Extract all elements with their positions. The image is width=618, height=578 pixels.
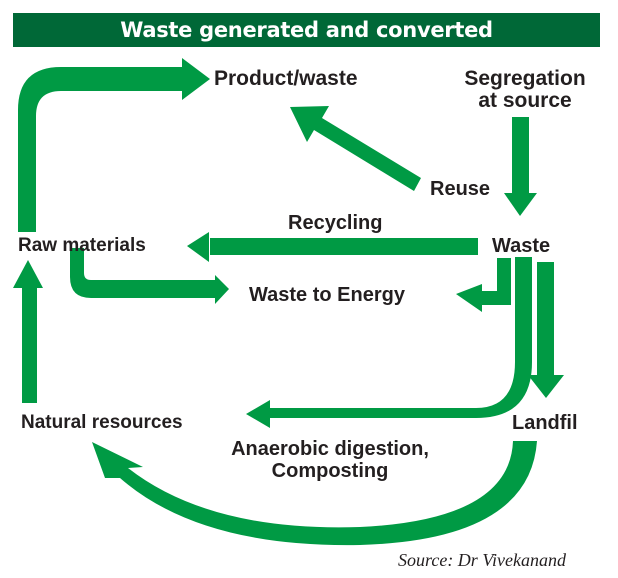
edge-label-anaerobic-line2: Composting xyxy=(271,460,389,482)
arrow-shaft-segregation xyxy=(512,117,529,195)
arrow-natural-to-raw xyxy=(13,260,43,288)
arrow-raw-to-product xyxy=(18,58,210,232)
node-waste-to-energy: Waste to Energy xyxy=(249,284,405,306)
node-natural-resources: Natural resources xyxy=(21,412,183,433)
node-raw-materials: Raw materials xyxy=(18,235,146,256)
node-segregation-line2: at source xyxy=(478,89,572,112)
arrow-waste-to-landfil xyxy=(528,375,564,398)
arrow-shaft-landfil xyxy=(537,262,554,377)
edge-label-anaerobic-composting: Anaerobic digestion, Composting xyxy=(200,438,460,482)
edge-label-anaerobic-line1: Anaerobic digestion, xyxy=(231,438,429,460)
diagram-title: Waste generated and converted xyxy=(13,13,600,47)
node-segregation-at-source: Segregation at source xyxy=(445,68,605,112)
arrow-segregation-to-waste xyxy=(504,193,537,216)
arrow-landfil-to-natural xyxy=(92,441,537,546)
node-segregation-line1: Segregation xyxy=(464,67,586,90)
arrow-shaft-recycling xyxy=(210,238,478,255)
arrow-raw-to-wte xyxy=(70,248,229,304)
arrow-waste-to-wte xyxy=(456,258,511,312)
edge-label-recycling: Recycling xyxy=(288,212,383,234)
arrow-waste-to-raw xyxy=(187,232,209,262)
node-waste: Waste xyxy=(492,235,551,257)
node-product-waste: Product/waste xyxy=(214,67,358,90)
arrow-reuse-to-product xyxy=(290,106,421,191)
arrow-shaft-natural-to-raw xyxy=(22,285,37,403)
arrow-waste-to-natural xyxy=(246,257,532,428)
source-credit: Source: Dr Vivekanand xyxy=(398,550,566,570)
node-reuse: Reuse xyxy=(430,178,491,200)
node-landfil: Landfil xyxy=(512,412,578,434)
